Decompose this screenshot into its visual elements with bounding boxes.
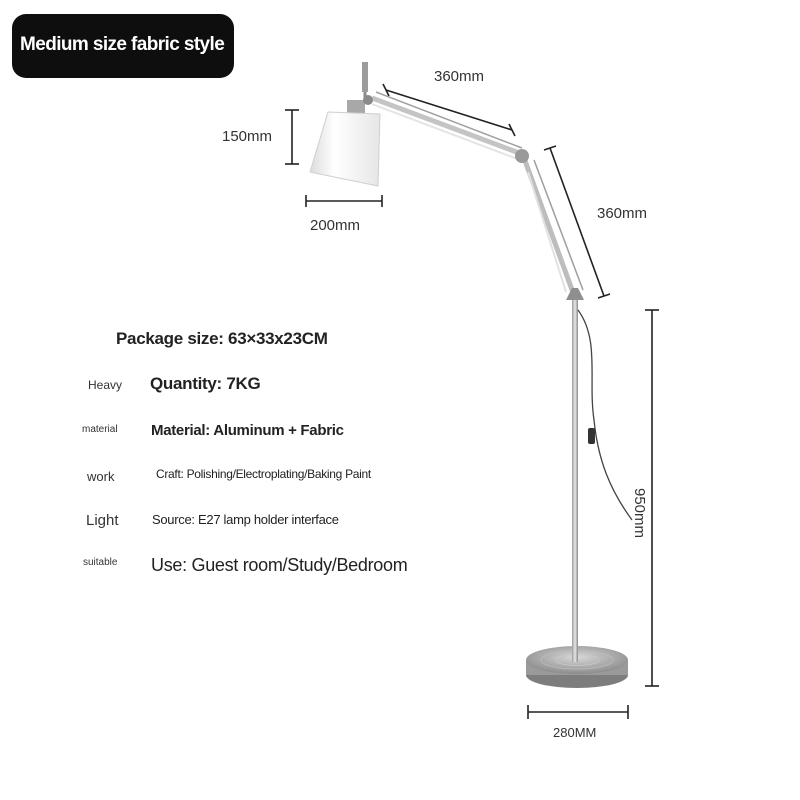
pole-joint bbox=[566, 288, 584, 300]
use-value: Use: Guest room/Study/Bedroom bbox=[151, 555, 408, 575]
quantity-label: Heavy bbox=[88, 378, 123, 392]
base-width-dimension: 280MM bbox=[553, 725, 597, 740]
material-label: material bbox=[82, 424, 118, 435]
title-banner bbox=[12, 14, 234, 78]
cord-switch bbox=[588, 428, 595, 444]
use-label: suitable bbox=[83, 557, 118, 568]
upper-arm-dimension: 360mm bbox=[434, 68, 485, 85]
elbow-joint bbox=[515, 149, 529, 163]
lamp-pole bbox=[572, 300, 578, 662]
banner-title: Medium size fabric style bbox=[20, 34, 225, 55]
lamp-upper-arm bbox=[371, 91, 523, 161]
quantity-value: Quantity: 7KG bbox=[150, 374, 261, 393]
light-label: Light bbox=[86, 512, 119, 529]
lamp-lower-arm bbox=[521, 157, 584, 299]
dimension-lines bbox=[285, 83, 659, 719]
shade-width-dimension: 200mm bbox=[310, 217, 361, 234]
shade-height-dimension: 150mm bbox=[222, 128, 273, 145]
package-size: Package size: 63×33x23CM bbox=[116, 329, 328, 348]
craft-label: work bbox=[87, 469, 115, 484]
lamp-shade bbox=[309, 111, 381, 187]
craft-value: Craft: Polishing/Electroplating/Baking P… bbox=[156, 467, 371, 481]
pole-height-dimension: 950mm bbox=[631, 488, 648, 539]
shade-mount bbox=[347, 62, 373, 118]
material-value: Material: Aluminum + Fabric bbox=[151, 422, 344, 439]
lower-arm-dimension: 360mm bbox=[597, 205, 648, 222]
power-cable bbox=[577, 309, 633, 521]
source-value: Source: E27 lamp holder interface bbox=[152, 512, 339, 527]
